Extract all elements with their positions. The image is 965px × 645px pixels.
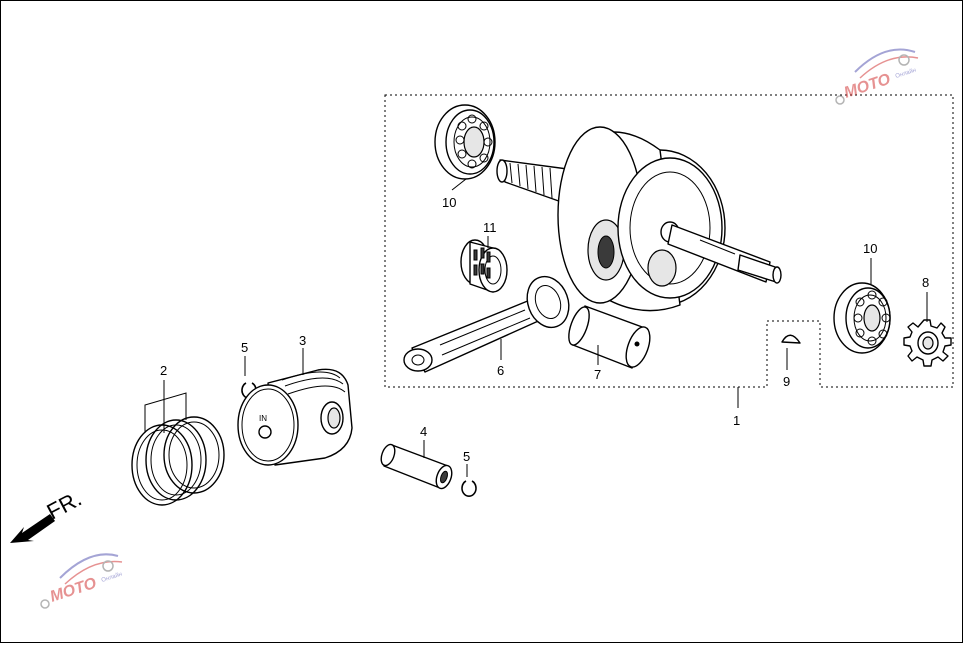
- watermark-subtext-bottom: Онлайн: [100, 571, 123, 584]
- woodruff-key: [781, 334, 801, 344]
- piston-pin-clip-lower: [461, 480, 477, 497]
- watermark-text-bottom: MOTO: [48, 575, 99, 606]
- watermark-logo-top: MOTO Онлайн: [835, 48, 919, 105]
- callout-6: 6: [497, 363, 504, 378]
- leader-lines: [163, 178, 928, 477]
- callouts: 10 11 6 7 9 10 8 1 2 3 5 4 5: [160, 195, 929, 464]
- callout-4: 4: [420, 424, 427, 439]
- crankshaft-assembly-boundary: [384, 94, 954, 388]
- watermark-subtext-top: Онлайн: [894, 67, 917, 80]
- callout-5-upper: 5: [241, 340, 248, 355]
- callout-8: 8: [922, 275, 929, 290]
- piston: IN: [237, 368, 353, 466]
- watermark-logo-bottom: MOTO Онлайн: [40, 553, 123, 609]
- needle-bearing: [460, 239, 508, 293]
- ball-bearing-left: [434, 104, 496, 180]
- ball-bearing-right: [833, 282, 891, 354]
- crank-pin: [568, 305, 651, 369]
- connecting-rod: [403, 275, 570, 373]
- callout-10-left: 10: [442, 195, 456, 210]
- callout-5-lower: 5: [463, 449, 470, 464]
- piston-rings: [131, 392, 225, 506]
- gear-icon: [835, 54, 910, 105]
- piston-in-marking: IN: [259, 414, 267, 423]
- timing-sprocket: [903, 319, 952, 367]
- piston-pin: [380, 443, 453, 490]
- gear-icon: [40, 560, 114, 609]
- callout-11: 11: [483, 220, 497, 235]
- callout-1: 1: [733, 413, 740, 428]
- front-direction-arrow-icon: [10, 514, 55, 543]
- callout-9: 9: [783, 374, 790, 389]
- callout-10-right: 10: [863, 241, 877, 256]
- callout-3: 3: [299, 333, 306, 348]
- callout-7: 7: [594, 367, 601, 382]
- watermark-text-top: MOTO: [842, 71, 893, 102]
- callout-2: 2: [160, 363, 167, 378]
- crankshaft: [496, 126, 782, 312]
